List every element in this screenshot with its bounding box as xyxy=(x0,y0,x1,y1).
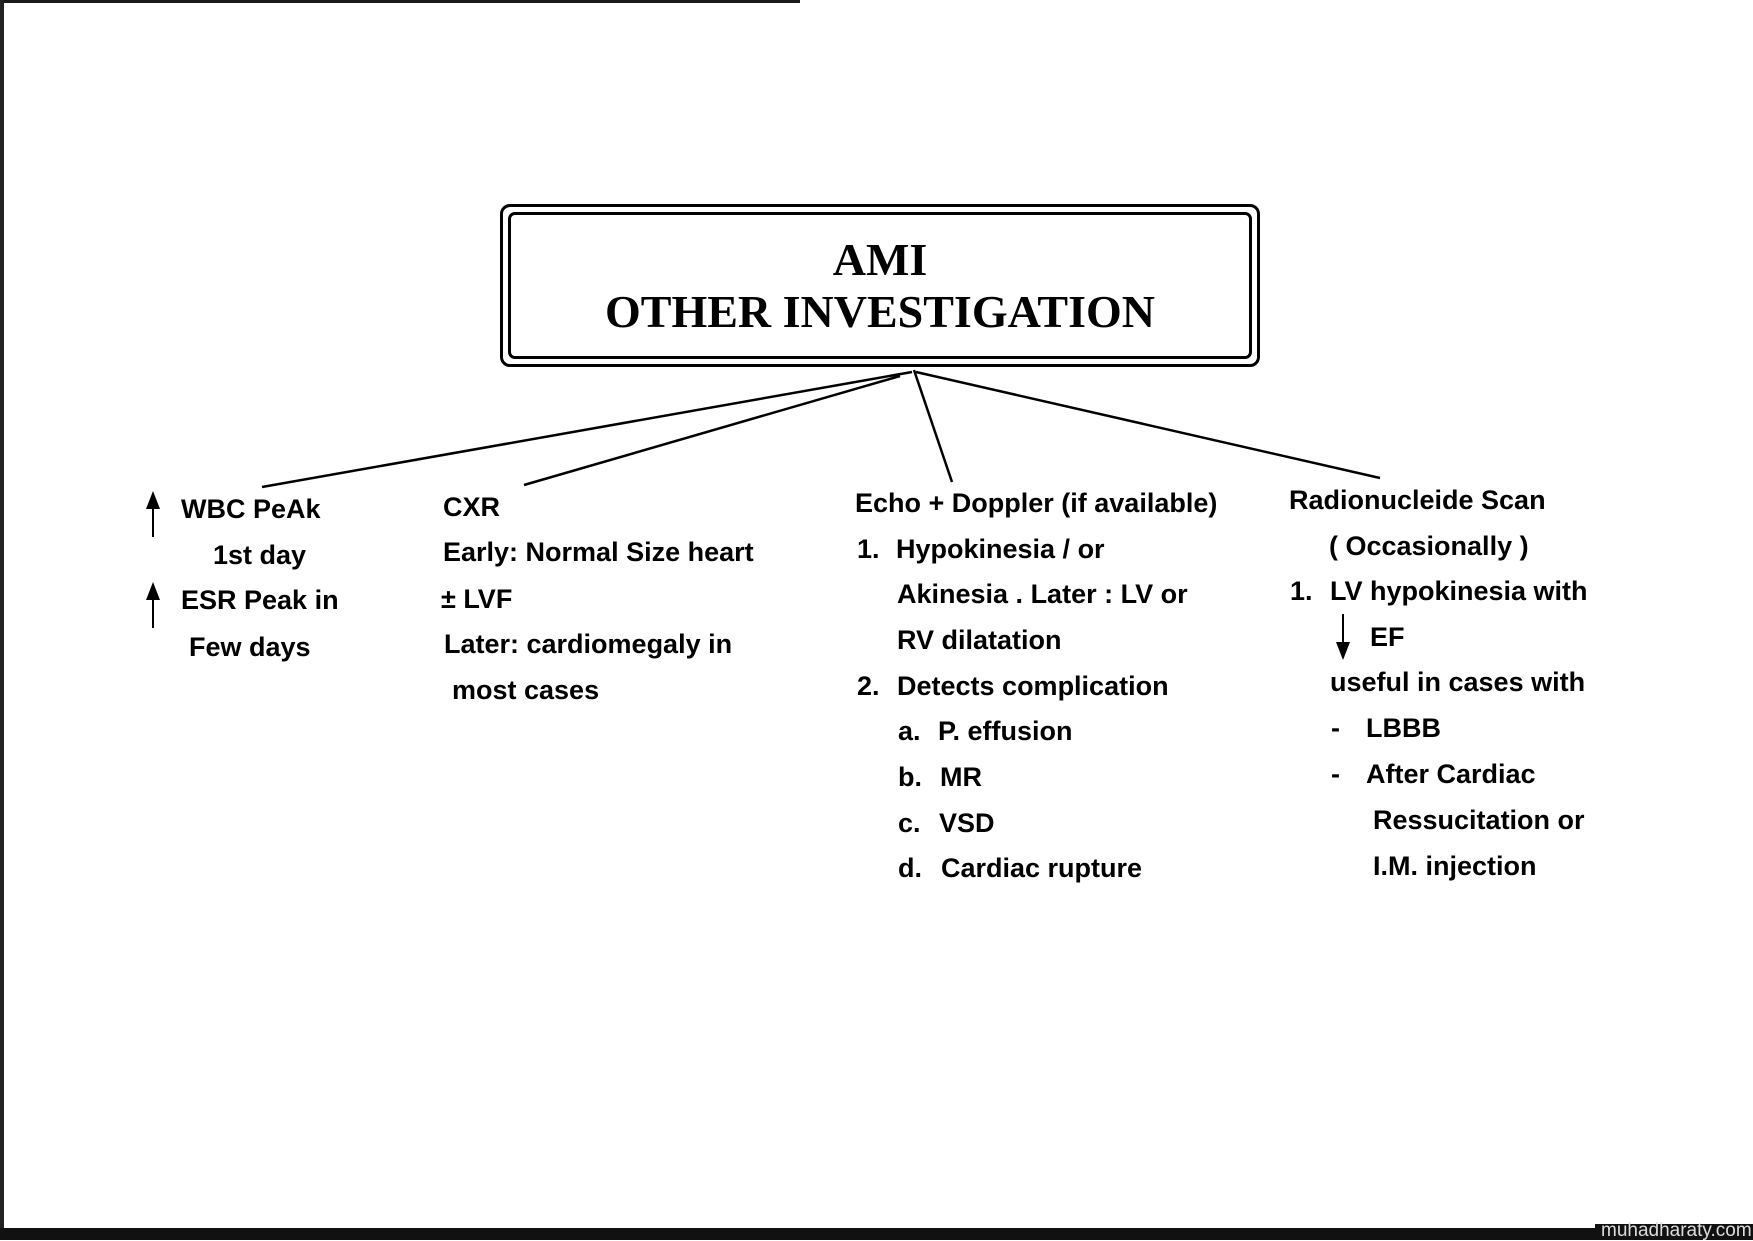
echo-item2-number: 2. xyxy=(857,671,880,701)
echo-sub-letter: a. xyxy=(898,716,921,746)
title-other-investigation: OTHER INVESTIGATION xyxy=(604,285,1155,337)
echo-item1-number: 1. xyxy=(857,534,880,564)
echo-sub-letter: c. xyxy=(898,808,921,838)
connector-wbc xyxy=(261,370,913,489)
esr-few-days: Few days xyxy=(189,632,311,662)
up-arrow-icon xyxy=(146,582,160,628)
esr-peak: ESR Peak in xyxy=(181,585,339,615)
echo-item1-line2: Akinesia . Later : LV or xyxy=(897,579,1188,609)
echo-item1-line1: Hypokinesia / or xyxy=(896,534,1105,564)
title-box: AMI OTHER INVESTIGATION xyxy=(500,204,1260,367)
scan-edge-bottom xyxy=(0,1228,1753,1240)
echo-sub-letter: b. xyxy=(898,762,922,792)
cxr-later: Later: cardiomegaly in xyxy=(444,629,733,659)
echo-sub-text: VSD xyxy=(939,808,995,838)
radio-ressucitation: Ressucitation or xyxy=(1373,805,1585,835)
echo-item1-line3: RV dilatation xyxy=(897,625,1062,655)
cxr-heading: CXR xyxy=(443,492,501,522)
radio-subheading: ( Occasionally ) xyxy=(1329,531,1529,561)
watermark-text: muhadharaty.com xyxy=(1595,1221,1753,1240)
echo-sub-text: MR xyxy=(940,762,982,792)
wbc-first-day: 1st day xyxy=(213,540,307,570)
scan-edge-top xyxy=(0,0,800,3)
title-box-inner: AMI OTHER INVESTIGATION xyxy=(508,212,1252,359)
title-ami: AMI xyxy=(832,233,928,285)
echo-item2-line1: Detects complication xyxy=(897,671,1169,701)
down-arrow-icon xyxy=(1336,614,1350,660)
radio-im-injection: I.M. injection xyxy=(1373,851,1537,881)
cxr-lvf: ± LVF xyxy=(441,584,513,614)
wbc-peak: WBC PeAk xyxy=(181,494,321,524)
radio-bullet: - xyxy=(1331,713,1340,743)
connector-cxr xyxy=(523,374,901,487)
radio-after-cardiac: After Cardiac xyxy=(1366,759,1536,789)
echo-heading: Echo + Doppler (if available) xyxy=(855,488,1218,518)
scan-edge-left xyxy=(0,0,4,1240)
radio-lbbb: LBBB xyxy=(1366,713,1441,743)
up-arrow-icon xyxy=(146,491,160,537)
radio-heading: Radionucleide Scan xyxy=(1289,485,1546,515)
connector-radio xyxy=(915,370,1381,480)
radio-item1-line1: LV hypokinesia with xyxy=(1330,576,1588,606)
connector-echo xyxy=(912,369,954,483)
radio-ef: EF xyxy=(1370,622,1405,652)
radio-useful: useful in cases with xyxy=(1330,667,1586,697)
echo-sub-text: P. effusion xyxy=(938,716,1073,746)
cxr-early: Early: Normal Size heart xyxy=(443,537,754,567)
echo-sub-letter: d. xyxy=(898,853,922,883)
radio-item1-number: 1. xyxy=(1290,576,1313,606)
radio-bullet: - xyxy=(1331,759,1340,789)
cxr-most-cases: most cases xyxy=(452,675,600,705)
echo-sub-text: Cardiac rupture xyxy=(941,853,1143,883)
